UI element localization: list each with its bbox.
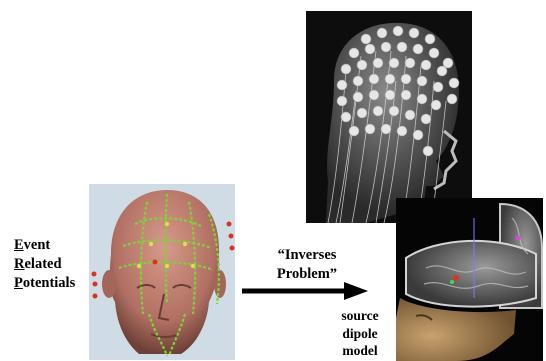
- source-line-3: model: [338, 342, 382, 360]
- electrode-net-photo: [306, 11, 472, 223]
- inverse-line-1: “Inverses: [257, 246, 357, 265]
- inverse-problem-label: “Inverses Problem”: [257, 246, 357, 284]
- source-dipole-label: source dipole model: [338, 307, 382, 360]
- erp-line-potentials: Potentials: [14, 274, 75, 293]
- erp-line-event: Event: [14, 236, 75, 255]
- erp-line-related: Related: [14, 255, 75, 274]
- inverse-line-2: Problem”: [257, 265, 357, 284]
- mri-dipole-head-image: [396, 198, 543, 361]
- erp-label: Event Related Potentials: [14, 236, 75, 293]
- source-line-2: dipole: [338, 325, 382, 343]
- source-line-1: source: [338, 307, 382, 325]
- scalp-electrode-head-image: [89, 184, 235, 360]
